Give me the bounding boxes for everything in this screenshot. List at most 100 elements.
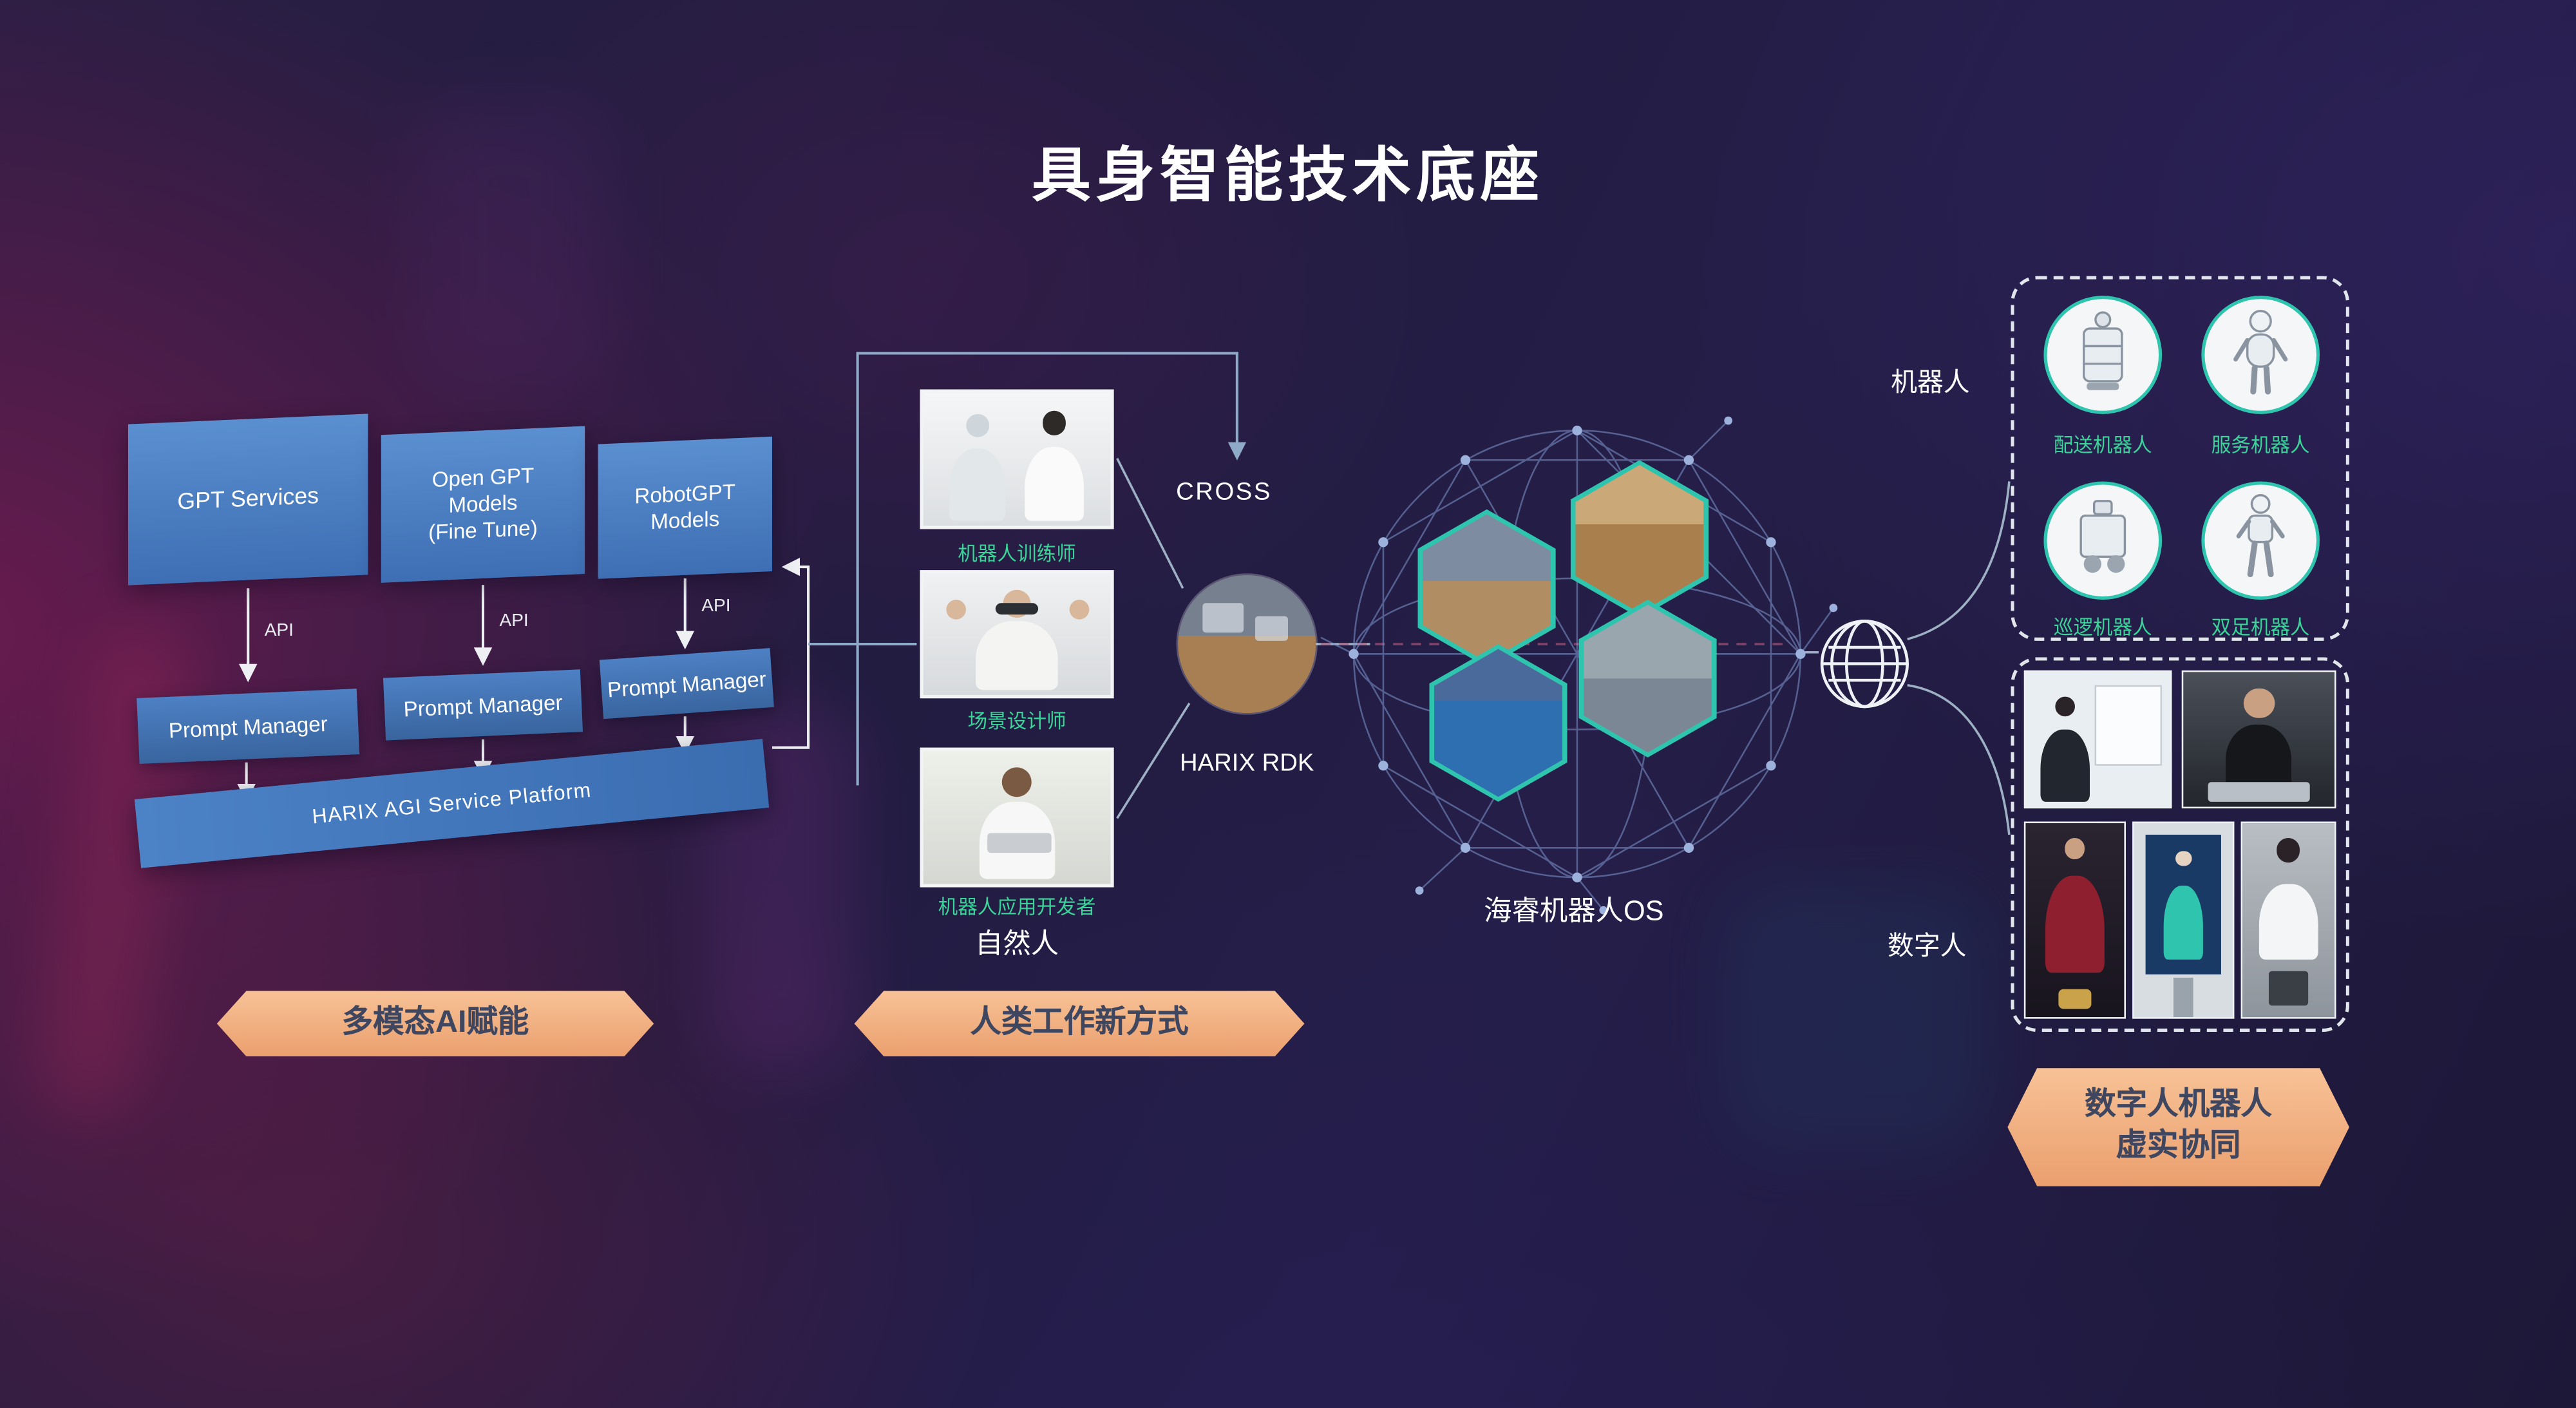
figure-head bbox=[2175, 850, 2192, 866]
avatar-figure bbox=[2163, 850, 2203, 959]
role-caption: 机器人应用开发者 bbox=[938, 895, 1096, 919]
api-label: API bbox=[701, 596, 731, 616]
figure-head bbox=[966, 414, 989, 437]
figure-body bbox=[2259, 884, 2318, 960]
delivery-robot-image bbox=[2043, 296, 2163, 414]
robots-title: 机器人 bbox=[1891, 369, 1970, 398]
digital-humans-title: 数字人 bbox=[1888, 933, 1967, 962]
laptop bbox=[2207, 782, 2311, 802]
figure-head bbox=[2277, 839, 2300, 862]
banner-virtual-real-collaboration: 数字人机器人 虚实协同 bbox=[2007, 1068, 2349, 1186]
scene-hex-image bbox=[1423, 514, 1551, 663]
figure-body bbox=[2045, 876, 2105, 974]
platform-label: HARIX AGI Service Platform bbox=[311, 778, 592, 829]
role-caption: 机器人训练师 bbox=[958, 542, 1076, 566]
figure-head bbox=[1001, 766, 1032, 797]
page-title: 具身智能技术底座 bbox=[1031, 141, 1544, 209]
scene-hex-showroom bbox=[1417, 509, 1556, 667]
digital-human-greeter-image bbox=[2023, 821, 2126, 1019]
banner-label: 人类工作新方式 bbox=[970, 1005, 1189, 1040]
banner-label-line1: 数字人机器人 bbox=[2085, 1088, 2273, 1123]
biped-robot-image bbox=[2201, 481, 2320, 600]
model-box-open-gpt-models: Open GPT Models (Fine Tune) bbox=[381, 426, 585, 583]
banner-multimodal-ai: 多模态AI赋能 bbox=[217, 991, 654, 1056]
digital-human-presenter-image bbox=[2023, 670, 2172, 809]
globe-icon bbox=[1820, 619, 1909, 709]
robot-figure bbox=[949, 414, 1006, 520]
model-box-label: Models bbox=[650, 506, 720, 534]
figure-head bbox=[2054, 696, 2075, 716]
vr-headset-icon bbox=[995, 602, 1039, 614]
delivery-robot-icon bbox=[2082, 311, 2123, 390]
person-figure bbox=[979, 766, 1055, 879]
robot-caption: 双足机器人 bbox=[2211, 616, 2310, 640]
scene-hex-image bbox=[1434, 649, 1563, 797]
model-box-label: Open GPT bbox=[431, 462, 535, 491]
photo-robot-trainer bbox=[920, 389, 1114, 529]
laptop-icon bbox=[987, 833, 1051, 852]
network-sphere bbox=[1320, 416, 1838, 915]
banner-new-way-of-work: 人类工作新方式 bbox=[855, 991, 1305, 1056]
digital-human-video-call-image bbox=[2181, 670, 2336, 809]
digital-human-girl-image bbox=[2240, 821, 2336, 1019]
model-box-label: GPT Services bbox=[177, 482, 319, 515]
skirt bbox=[2268, 970, 2309, 1006]
model-box-gpt-services: GPT Services bbox=[128, 414, 368, 585]
natural-person-label: 自然人 bbox=[975, 928, 1059, 960]
photo-app-developer bbox=[920, 747, 1114, 888]
patrol-robot-image bbox=[2043, 481, 2163, 600]
emblem bbox=[2059, 989, 2091, 1010]
scene-hex-image bbox=[1584, 604, 1712, 753]
role-caption: 场景设计师 bbox=[967, 710, 1066, 733]
figure-body bbox=[2163, 885, 2203, 959]
robot-caption: 配送机器人 bbox=[2053, 433, 2152, 457]
figure-body bbox=[2040, 730, 2090, 802]
kiosk-stand bbox=[2173, 978, 2193, 1018]
prompt-manager-label: Prompt Manager bbox=[402, 689, 564, 721]
rdk-image-detail bbox=[1255, 616, 1289, 642]
banner-label-line2: 虚实协同 bbox=[2116, 1128, 2241, 1164]
figure-body bbox=[976, 621, 1059, 691]
figure-head bbox=[1042, 411, 1066, 435]
figure-body bbox=[2225, 724, 2293, 788]
model-box-label: (Fine Tune) bbox=[428, 515, 538, 545]
person-figure bbox=[1024, 411, 1084, 520]
prompt-manager-box: Prompt Manager bbox=[599, 648, 774, 719]
robot-os-label: 海睿机器人OS bbox=[1484, 895, 1664, 927]
photo-scene-designer bbox=[920, 570, 1114, 699]
robot-caption: 服务机器人 bbox=[2211, 433, 2310, 457]
figure-body bbox=[1024, 446, 1084, 520]
model-box-robotgpt-models: RobotGPT Models bbox=[598, 436, 772, 579]
prompt-manager-label: Prompt Manager bbox=[167, 710, 328, 743]
digital-humans-panel bbox=[2011, 657, 2349, 1032]
scene-hex-image bbox=[1575, 464, 1704, 613]
figure-hand bbox=[945, 600, 966, 620]
model-box-label: Models bbox=[448, 490, 518, 518]
harix-rdk-image bbox=[1178, 575, 1316, 714]
scene-hex-pool bbox=[1429, 643, 1567, 802]
figure-body bbox=[949, 448, 1006, 520]
prompt-manager-box: Prompt Manager bbox=[137, 689, 360, 764]
robot-caption: 巡逻机器人 bbox=[2053, 616, 2152, 640]
patrol-robot-icon bbox=[2079, 500, 2126, 573]
person-figure bbox=[2259, 839, 2318, 1002]
person-figure bbox=[976, 590, 1059, 693]
prompt-manager-label: Prompt Manager bbox=[606, 665, 767, 701]
service-robot-image bbox=[2201, 296, 2320, 414]
person-figure bbox=[2040, 696, 2090, 802]
figure-head bbox=[2243, 688, 2275, 719]
prompt-manager-box: Prompt Manager bbox=[383, 669, 583, 741]
service-robot-icon bbox=[2233, 310, 2288, 395]
scene-hex-wood-room bbox=[1570, 460, 1709, 618]
robots-panel bbox=[2011, 276, 2349, 641]
api-label: API bbox=[499, 611, 529, 631]
model-box-label: RobotGPT bbox=[634, 479, 736, 508]
scene-hex-office bbox=[1578, 600, 1717, 758]
harix-rdk-label: HARIX RDK bbox=[1180, 749, 1314, 777]
digital-human-kiosk-image bbox=[2132, 821, 2235, 1019]
person-figure bbox=[2225, 688, 2293, 788]
rdk-image-detail bbox=[1202, 602, 1244, 633]
